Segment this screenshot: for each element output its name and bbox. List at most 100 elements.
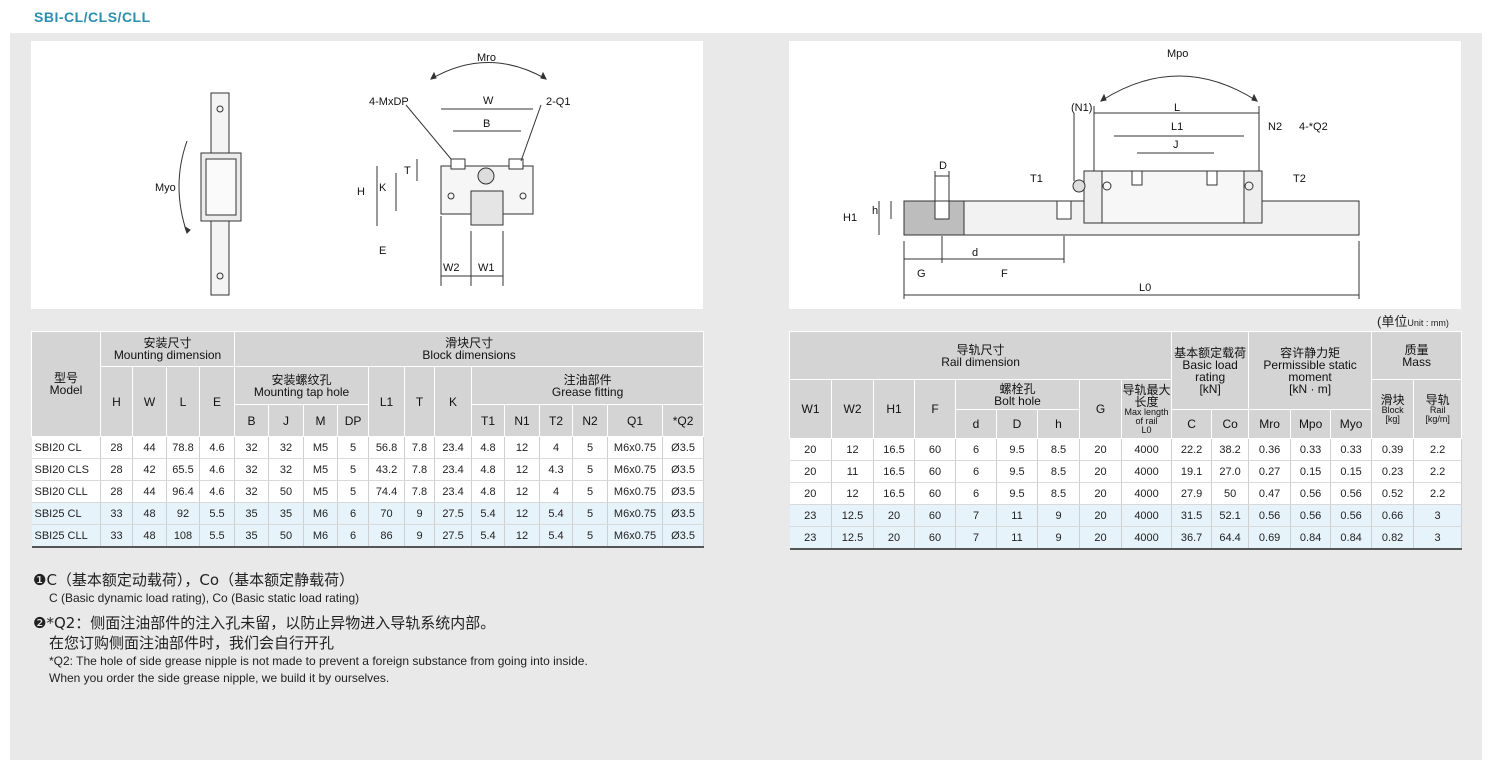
table-cell: 7.8 xyxy=(404,436,436,459)
table-cell: M6x0.75 xyxy=(607,502,664,525)
label-h-lower: h xyxy=(872,205,878,217)
table-cell: 20 xyxy=(789,482,832,505)
table-cell: 35 xyxy=(234,524,270,548)
col-mpo: Mpo xyxy=(1290,409,1332,439)
table-cell: M6 xyxy=(303,524,339,548)
label-mro: Mro xyxy=(477,52,496,64)
table-cell: 50 xyxy=(268,524,305,548)
label-l0: L0 xyxy=(1139,282,1151,294)
table-cell: 60 xyxy=(914,460,956,483)
table-cell: 0.56 xyxy=(1290,504,1332,527)
label-g: G xyxy=(917,268,926,280)
col-f: F xyxy=(914,379,956,439)
table-cell: 4 xyxy=(539,480,574,503)
table-cell: 7.8 xyxy=(404,458,436,481)
label-4q2: 4-*Q2 xyxy=(1299,121,1328,133)
table-cell: Ø3.5 xyxy=(662,502,705,525)
col-w1: W1 xyxy=(789,379,832,439)
label-d-upper: D xyxy=(939,160,947,172)
table-cell: 2.2 xyxy=(1413,482,1463,505)
col-l: L xyxy=(166,366,200,437)
table-cell: 5.5 xyxy=(199,524,236,548)
table-cell: 0.39 xyxy=(1371,438,1415,461)
table-cell: 7 xyxy=(955,526,997,550)
table-cell: 32 xyxy=(234,480,270,503)
table-cell: 9.5 xyxy=(996,438,1038,461)
table-cell: 0.82 xyxy=(1371,526,1415,550)
table-cell: 38.2 xyxy=(1211,438,1250,461)
col-t2: T2 xyxy=(539,404,574,437)
table-cell: 32 xyxy=(268,458,305,481)
table-cell: 20 xyxy=(873,504,915,527)
table-cell: M6x0.75 xyxy=(607,524,664,548)
table-cell: Ø3.5 xyxy=(662,458,705,481)
table-cell: 48 xyxy=(132,524,167,548)
table-cell: 5.4 xyxy=(471,524,506,548)
table-cell: 6 xyxy=(955,482,997,505)
block-drawing-figure: Mro 4-MxDP W 2-Q1 B T H K E W2 W1 Myo xyxy=(31,41,703,309)
table-cell: M5 xyxy=(303,436,339,459)
block-drawing-svg: Mro 4-MxDP W 2-Q1 B T H K E W2 W1 Myo xyxy=(155,52,570,296)
table-cell: 20 xyxy=(789,460,832,483)
table-cell: 5 xyxy=(572,502,609,525)
rail-drawing-svg: Mpo (N1) L L1 N2 4-*Q2 J D T1 T2 H1 h d … xyxy=(843,48,1360,299)
table-cell: 60 xyxy=(914,482,956,505)
table-cell: Ø3.5 xyxy=(662,480,705,503)
label-mpo: Mpo xyxy=(1167,48,1188,60)
table-cell: 8.5 xyxy=(1037,438,1080,461)
col-w: W xyxy=(132,366,167,437)
table-cell: 4000 xyxy=(1121,526,1173,550)
table-cell: 12 xyxy=(504,436,541,459)
label-t2: T2 xyxy=(1293,173,1306,185)
note2-en-2: When you order the side grease nipple, w… xyxy=(49,671,390,685)
table-cell: 20 xyxy=(873,526,915,550)
col-w2: W2 xyxy=(831,379,874,439)
table-cell: 44 xyxy=(132,436,167,459)
label-b: B xyxy=(483,118,490,130)
table-cell: 92 xyxy=(166,502,200,525)
label-l1: L1 xyxy=(1171,121,1183,133)
table-cell: M6 xyxy=(303,502,339,525)
table-cell: 5 xyxy=(572,458,609,481)
table-cell: 9.5 xyxy=(996,482,1038,505)
table-cell: 0.47 xyxy=(1248,482,1292,505)
label-h: H xyxy=(357,186,365,198)
table-cell: 2.2 xyxy=(1413,460,1463,483)
table-cell: 23.4 xyxy=(434,458,473,481)
note2-cn-1: ❷*Q2：侧面注油部件的注入孔未留，以防止异物进入导轨系统内部。 xyxy=(33,614,496,632)
table-cell: 11 xyxy=(831,460,874,483)
table-cell: 4000 xyxy=(1121,438,1173,461)
table-cell: 60 xyxy=(914,438,956,461)
table-cell: 16.5 xyxy=(873,460,915,483)
col-j: J xyxy=(268,404,305,437)
table-cell: 9 xyxy=(404,502,436,525)
table-cell: 5 xyxy=(337,436,370,459)
table-cell: 5 xyxy=(572,436,609,459)
label-e: E xyxy=(379,245,386,257)
table-cell: 4.6 xyxy=(199,480,236,503)
table-cell: 48 xyxy=(132,502,167,525)
table-cell: 8.5 xyxy=(1037,482,1080,505)
table-cell: M6x0.75 xyxy=(607,480,664,503)
table-cell: 6 xyxy=(955,438,997,461)
table-cell: 20 xyxy=(1079,460,1122,483)
col-n2: N2 xyxy=(572,404,609,437)
label-h1: H1 xyxy=(843,212,857,224)
rail-drawing-figure: Mpo (N1) L L1 N2 4-*Q2 J D T1 T2 H1 h d … xyxy=(789,41,1461,309)
table-cell: 27.0 xyxy=(1211,460,1250,483)
col-myo: Myo xyxy=(1330,409,1373,439)
label-l: L xyxy=(1174,102,1180,114)
col-e: E xyxy=(198,366,236,437)
model-cell: SBI20 CLL xyxy=(31,480,101,503)
